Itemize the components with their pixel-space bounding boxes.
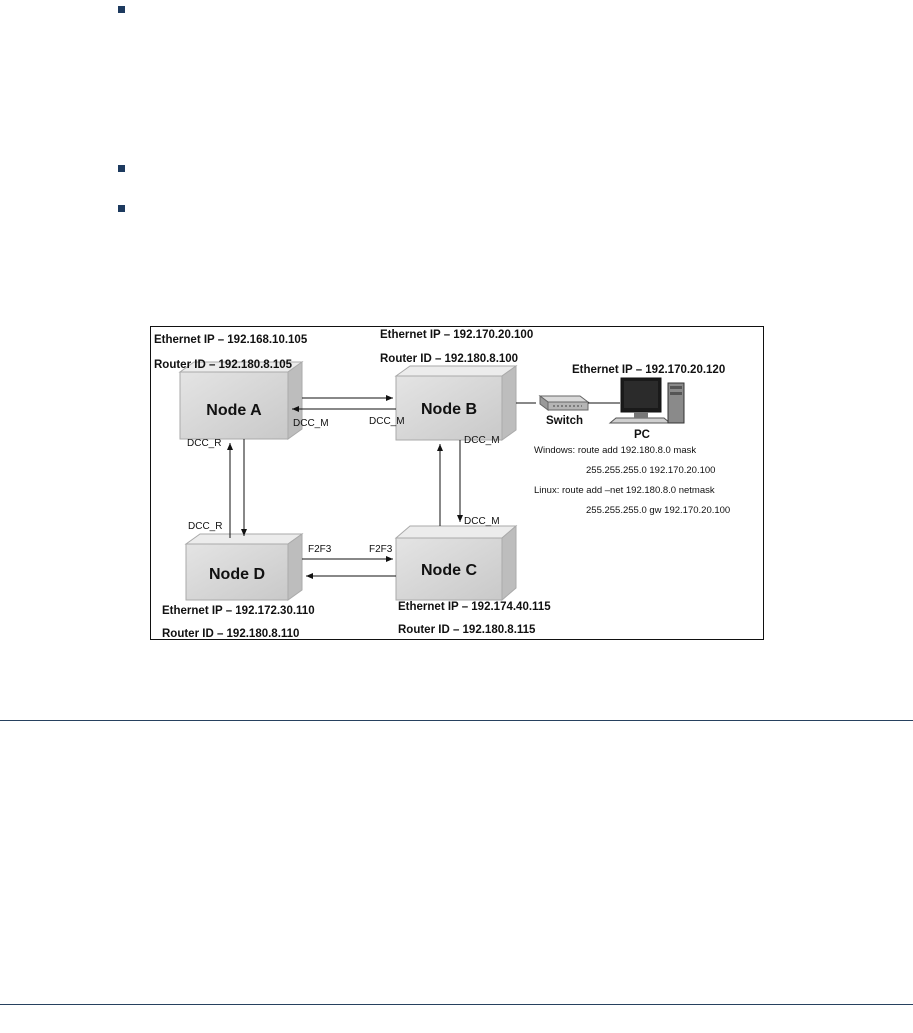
switch-label: Switch	[546, 415, 583, 427]
pc-label: PC	[634, 429, 650, 441]
link-ad-label: DCC_R	[187, 438, 221, 449]
pc-ethernet-ip: Ethernet IP – 192.170.20.120	[572, 364, 725, 376]
section-divider-bottom	[0, 1004, 913, 1005]
node-a-label: Node A	[206, 402, 262, 419]
node-a-box: Node A	[178, 361, 304, 440]
link-dc-label-d: F2F3	[308, 544, 332, 555]
node-c-box: Node C	[394, 524, 518, 602]
link-cb-label: DCC_M	[464, 516, 500, 527]
node-b-router-id: Router ID – 192.180.8.100	[380, 353, 518, 365]
node-c-router-id: Router ID – 192.180.8.115	[398, 624, 536, 636]
bullet-1	[118, 6, 125, 13]
link-bc-label: DCC_M	[464, 435, 500, 446]
node-d-router-id: Router ID – 192.180.8.110	[162, 628, 299, 640]
windows-route-cmd-1: Windows: route add 192.180.8.0 mask	[534, 445, 696, 456]
link-ab-label-b: DCC_M	[369, 416, 405, 427]
link-dc-label-c: F2F3	[369, 544, 393, 555]
node-a-router-id: Router ID – 192.180.8.105	[154, 359, 293, 371]
node-d-label: Node D	[209, 566, 265, 583]
bullet-3	[118, 205, 125, 212]
link-ab-label-a: DCC_M	[293, 418, 329, 429]
network-diagram-svg: Node A Node B Node C Node D DCC_M DCC_M	[150, 326, 764, 640]
node-d-ethernet-ip: Ethernet IP – 192.172.30.110	[162, 605, 315, 617]
node-a-ethernet-ip: Ethernet IP – 192.168.10.105	[154, 334, 308, 346]
windows-route-cmd-2: 255.255.255.0 192.170.20.100	[586, 465, 715, 476]
network-diagram: Node A Node B Node C Node D DCC_M DCC_M	[150, 326, 764, 640]
switch-icon	[538, 395, 590, 411]
node-b-label: Node B	[421, 401, 477, 418]
node-b-ethernet-ip: Ethernet IP – 192.170.20.100	[380, 329, 533, 341]
node-d-box: Node D	[184, 533, 304, 601]
linux-route-cmd-2: 255.255.255.0 gw 192.170.20.100	[586, 505, 730, 516]
pc-icon	[608, 377, 685, 424]
link-da-label: DCC_R	[188, 521, 222, 532]
node-b-box: Node B	[394, 365, 518, 441]
linux-route-cmd-1: Linux: route add –net 192.180.8.0 netmas…	[534, 485, 715, 496]
node-c-ethernet-ip: Ethernet IP – 192.174.40.115	[398, 601, 551, 613]
section-divider-top	[0, 720, 913, 721]
node-c-label: Node C	[421, 562, 477, 579]
bullet-2	[118, 165, 125, 172]
